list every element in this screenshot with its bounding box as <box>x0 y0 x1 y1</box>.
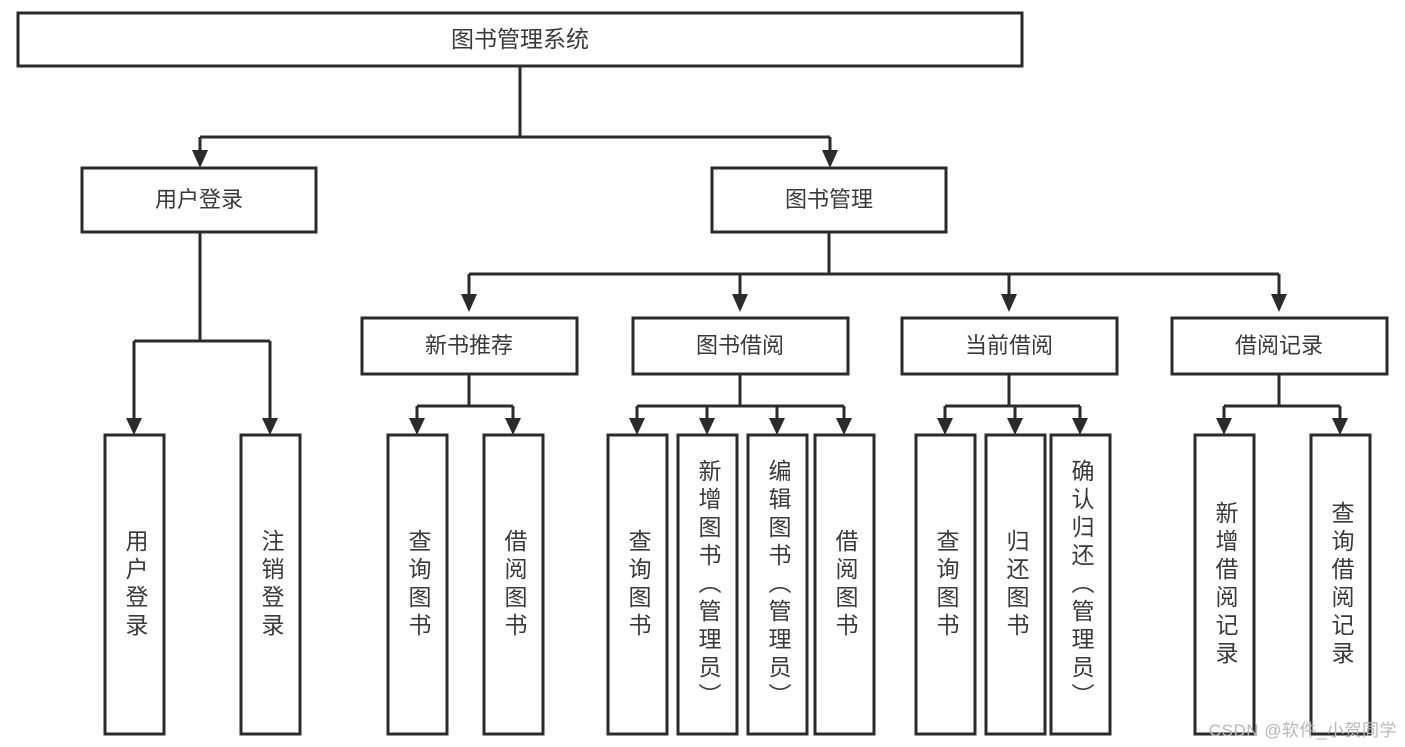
node-root-label: 图书管理系统 <box>451 26 589 52</box>
node-book-borrow-label: 图书借阅 <box>696 333 784 358</box>
node-book-management-label: 图书管理 <box>785 187 873 212</box>
connector-borrow-to-leaves <box>629 374 852 435</box>
leaf-box-recommend-1[interactable] <box>482 433 545 736</box>
leaf-box-record-1[interactable] <box>1309 433 1372 736</box>
leaf-boxes <box>103 433 1372 736</box>
leaf-box-user-login-0[interactable] <box>103 433 166 736</box>
leaf-box-borrow-1[interactable] <box>676 433 739 736</box>
node-borrow-record[interactable]: 借阅记录 <box>1170 316 1389 376</box>
node-user-login-label: 用户登录 <box>155 187 243 212</box>
node-book-borrow[interactable]: 图书借阅 <box>631 316 850 376</box>
node-current-borrow-label: 当前借阅 <box>965 333 1053 358</box>
connector-root-to-level2 <box>192 66 838 168</box>
leaf-box-current-0[interactable] <box>914 433 977 736</box>
node-user-login[interactable]: 用户登录 <box>80 166 318 234</box>
node-new-book-recommend[interactable]: 新书推荐 <box>360 316 579 376</box>
node-root[interactable]: 图书管理系统 <box>16 11 1024 68</box>
leaf-box-user-login-1[interactable] <box>239 433 302 736</box>
leaf-box-current-1[interactable] <box>984 433 1047 736</box>
connector-bookmgmt-to-level3 <box>461 232 1287 312</box>
connector-current-to-leaves <box>937 374 1088 435</box>
leaf-box-record-0[interactable] <box>1193 433 1256 736</box>
node-current-borrow[interactable]: 当前借阅 <box>900 316 1119 376</box>
leaf-box-borrow-2[interactable] <box>746 433 809 736</box>
node-borrow-record-label: 借阅记录 <box>1235 333 1323 358</box>
watermark: CSDN @软件_小贺同学 <box>1208 721 1397 740</box>
connector-userlogin-to-leaves <box>126 232 278 435</box>
leaf-box-borrow-0[interactable] <box>606 433 669 736</box>
connector-record-to-leaves <box>1216 374 1348 435</box>
leaf-box-current-2[interactable] <box>1049 433 1112 736</box>
node-book-management[interactable]: 图书管理 <box>710 166 948 234</box>
connector-recommend-to-leaves <box>409 374 521 435</box>
node-new-book-recommend-label: 新书推荐 <box>425 333 513 358</box>
leaf-box-borrow-3[interactable] <box>813 433 876 736</box>
leaf-box-recommend-0[interactable] <box>386 433 449 736</box>
